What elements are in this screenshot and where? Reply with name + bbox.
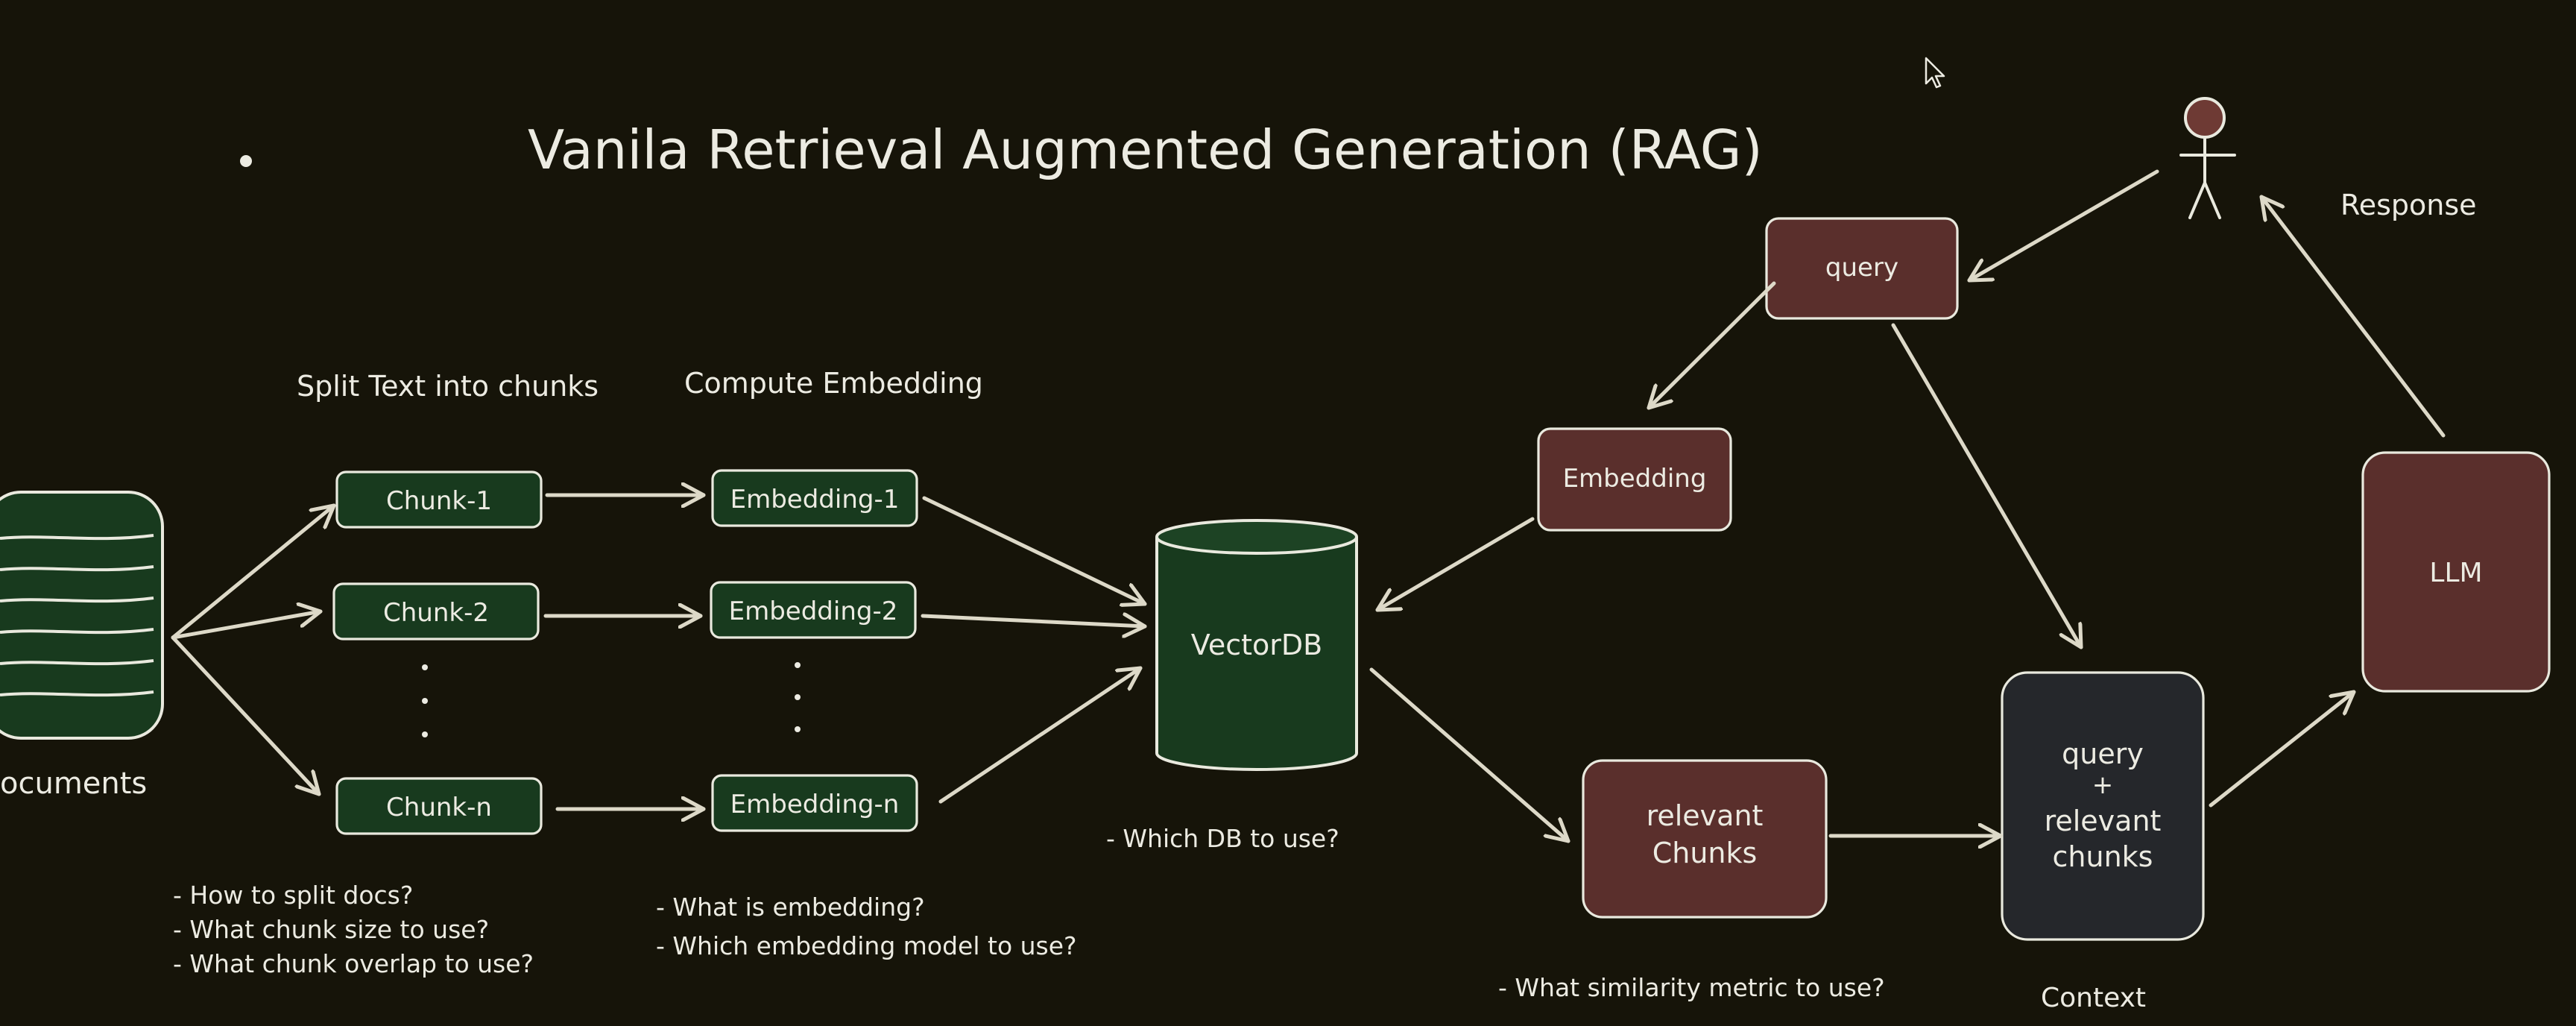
edge-llm-response — [2259, 195, 2446, 438]
context-line-4: chunks — [2053, 840, 2153, 873]
diagram-title: Vanila Retrieval Augmented Generation (R… — [528, 119, 1763, 181]
context-line-1: query — [2062, 737, 2144, 770]
relevant-label-1: relevant — [1647, 799, 1764, 832]
edge-docs-chunkn — [171, 635, 321, 796]
documents-icon — [0, 491, 164, 740]
context-line-2: + — [2092, 770, 2114, 800]
context-label: Context — [2041, 983, 2146, 1013]
query-label: query — [1825, 253, 1898, 283]
llm-label: LLM — [2429, 558, 2482, 588]
edge-vectordb-relevant — [1369, 667, 1570, 843]
edge-query-embedding — [1647, 281, 1776, 410]
note-chunking-1: - How to split docs? — [173, 881, 413, 910]
edge-embn-vectordb — [938, 666, 1143, 804]
llm-box: LLM — [2361, 451, 2551, 693]
embedding-label-1: Embedding-1 — [730, 485, 900, 514]
query-embedding-label: Embedding — [1563, 464, 1707, 494]
edge-docs-chunk2 — [171, 611, 323, 640]
embedding-box-1: Embedding-1 — [711, 469, 918, 527]
bullet-dot — [240, 155, 252, 167]
embedding-label-n: Embedding-n — [730, 790, 900, 819]
chunk-label-n: Chunk-n — [386, 793, 492, 822]
chunk-ellipsis — [422, 664, 428, 737]
response-label: Response — [2340, 189, 2477, 221]
note-db: - Which DB to use? — [1106, 824, 1339, 853]
documents-label: ocuments — [0, 767, 147, 801]
user-icon — [2179, 97, 2236, 219]
context-line-3: relevant — [2045, 805, 2162, 837]
edge-emb2-vectordb — [921, 616, 1147, 626]
embedding-box-n: Embedding-n — [711, 774, 918, 832]
note-embedding-2: - Which embedding model to use? — [656, 931, 1077, 960]
chunk-box-1: Chunk-1 — [335, 470, 543, 529]
query-embedding-box: Embedding — [1537, 427, 1732, 532]
query-box: query — [1765, 217, 1959, 320]
chunk-label-1: Chunk-1 — [386, 486, 492, 516]
note-embedding-1: - What is embedding? — [656, 893, 925, 922]
embedding-box-2: Embedding-2 — [710, 581, 917, 639]
cursor-icon — [1925, 57, 1945, 89]
embedding-ellipsis — [795, 662, 801, 732]
embedding-label-2: Embedding-2 — [729, 597, 898, 626]
chunk-box-2: Chunk-2 — [332, 582, 540, 641]
edge-query-context — [1891, 323, 2083, 649]
relevant-chunks-box: relevant Chunks — [1582, 759, 1828, 919]
note-chunking-3: - What chunk overlap to use? — [173, 949, 534, 978]
edge-docs-chunk1 — [171, 503, 336, 640]
edge-user-query — [1967, 169, 2159, 283]
edge-context-llm — [2209, 690, 2356, 808]
chunk-label-2: Chunk-2 — [383, 598, 489, 628]
relevant-label-2: Chunks — [1652, 837, 1758, 869]
note-similarity: - What similarity metric to use? — [1498, 973, 1885, 1002]
vectordb-label: VectorDB — [1191, 629, 1322, 661]
chunk-box-n: Chunk-n — [335, 777, 543, 835]
vectordb-cylinder: VectorDB — [1155, 519, 1358, 771]
edge-embedding-vectordb — [1375, 517, 1535, 612]
note-chunking-2: - What chunk size to use? — [173, 915, 489, 944]
split-stage-label: Split Text into chunks — [297, 370, 599, 403]
context-box: query + relevant chunks — [2001, 671, 2205, 941]
edge-emb1-vectordb — [922, 496, 1147, 604]
embed-stage-label: Compute Embedding — [684, 367, 983, 400]
